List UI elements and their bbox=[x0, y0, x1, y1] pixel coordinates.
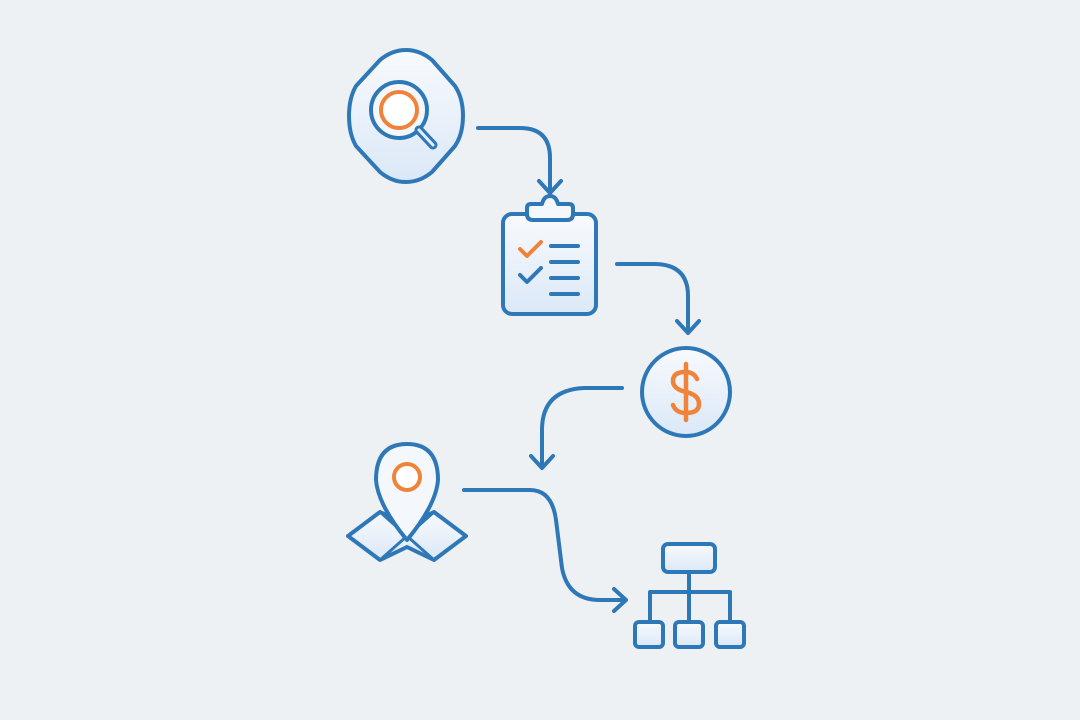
checklist-lines bbox=[549, 244, 580, 296]
magnifier-handle-inner bbox=[417, 128, 435, 147]
connector-line bbox=[540, 386, 624, 466]
org-connector-lines bbox=[648, 570, 732, 624]
arrowhead-icon bbox=[537, 179, 563, 195]
org-child-box bbox=[633, 620, 665, 649]
clipboard-checklist-icon bbox=[501, 194, 598, 316]
arrowhead-icon bbox=[529, 454, 555, 470]
dollar-coin-icon bbox=[640, 346, 732, 438]
check-mark-icon bbox=[518, 240, 543, 258]
arrowhead-icon bbox=[612, 587, 628, 613]
connectors bbox=[462, 126, 701, 613]
connector-checklist-to-budget bbox=[615, 262, 701, 335]
connector-line bbox=[615, 262, 690, 332]
connector-research-to-checklist bbox=[476, 126, 563, 195]
check-mark-icon bbox=[518, 266, 543, 284]
connector-line bbox=[462, 488, 624, 602]
pin-dot bbox=[392, 462, 422, 492]
org-chart-icon bbox=[633, 542, 746, 649]
org-top-box bbox=[661, 542, 717, 574]
dollar-sign bbox=[670, 361, 702, 423]
arrowhead-icon bbox=[675, 319, 701, 335]
connector-location-to-organization bbox=[462, 488, 628, 613]
connector-line bbox=[476, 126, 552, 192]
clipboard-board bbox=[501, 212, 598, 316]
connector-budget-to-location bbox=[529, 386, 624, 470]
magnifier-lens-accent bbox=[379, 90, 419, 130]
org-child-box bbox=[714, 620, 746, 649]
map-pin-icon bbox=[346, 442, 468, 562]
magnifier-in-hexagon-icon bbox=[347, 48, 465, 184]
org-child-box bbox=[673, 620, 705, 649]
clipboard-clip bbox=[525, 194, 575, 222]
